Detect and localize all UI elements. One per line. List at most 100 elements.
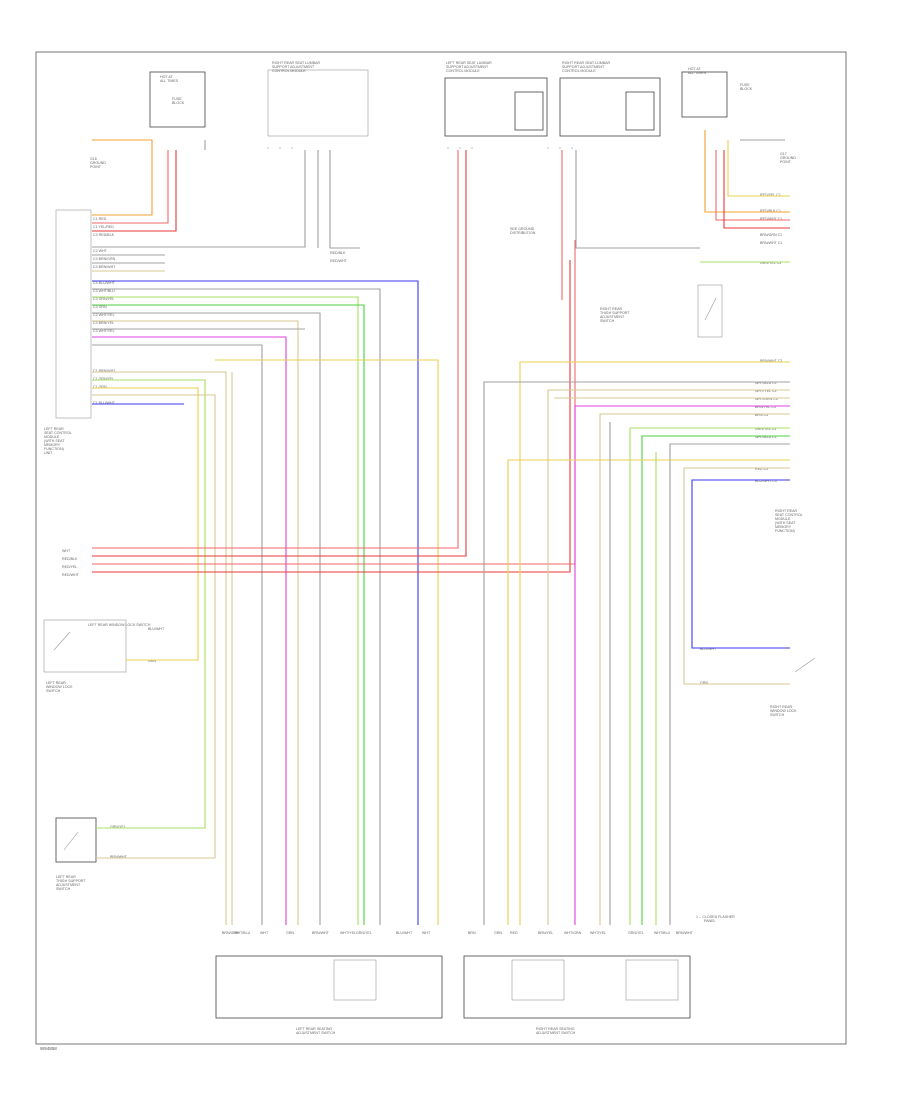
diagram-id: W94858	[40, 1046, 57, 1051]
svg-text:1 -- CLOSED FLASHER: 1 -- CLOSED FLASHER	[696, 915, 735, 919]
svg-text:FUSE: FUSE	[740, 83, 750, 87]
svg-text:C1 GRN/YEL: C1 GRN/YEL	[93, 377, 114, 381]
wire-lime-44	[629, 427, 790, 925]
left-ground-point: G16 GROUND POINT	[90, 157, 106, 169]
svg-text:WHT/YEL C3: WHT/YEL C3	[755, 389, 776, 393]
svg-text:C1 RED: C1 RED	[93, 217, 107, 221]
svg-text:WINDOW LOCK: WINDOW LOCK	[770, 709, 797, 713]
wire-green-45	[641, 435, 790, 925]
wire-magenta-20	[92, 336, 287, 925]
svg-text:GRN: GRN	[494, 931, 502, 935]
left-rear-seat-control-module: LEFT REAR SEAT CONTROL MODULE (WITH SEAT…	[44, 209, 92, 455]
svg-text:MODULE: MODULE	[775, 517, 791, 521]
svg-text:GRN/YEL: GRN/YEL	[356, 931, 372, 935]
svg-text:WHT/GRN C3: WHT/GRN C3	[755, 397, 778, 401]
wire-lime-24	[92, 379, 206, 829]
svg-text:RED/WHT: RED/WHT	[62, 573, 80, 577]
svg-text:POINT: POINT	[90, 165, 102, 169]
left-pin-labels: C1 RED C1 YEL/RED C3 RED/BLK C2 WHT C3 B…	[93, 217, 116, 405]
svg-text:PANEL: PANEL	[704, 919, 716, 923]
svg-text:BLU/WHT: BLU/WHT	[148, 627, 165, 631]
wire-tan-40	[547, 389, 790, 925]
svg-text:C1 BLU/WHT: C1 BLU/WHT	[93, 401, 116, 405]
svg-text:BRN C3: BRN C3	[755, 413, 768, 417]
svg-text:G16: G16	[90, 157, 97, 161]
wire-gray-39	[483, 381, 790, 925]
svg-text:(WITH SEAT: (WITH SEAT	[44, 439, 65, 443]
svg-text:BRN/WHT: BRN/WHT	[676, 931, 694, 935]
svg-text:MODULE: MODULE	[44, 435, 60, 439]
diagram-frame	[35, 51, 847, 1045]
wire-gray-21	[92, 344, 263, 925]
svg-text:RED/WHT C1: RED/WHT C1	[760, 217, 782, 221]
wire-blue-13	[92, 280, 419, 925]
svg-text:C2 WHT: C2 WHT	[93, 249, 108, 253]
svg-text:CONTROL MODULE: CONTROL MODULE	[562, 69, 596, 73]
svg-text:C3 WHT/YEL: C3 WHT/YEL	[93, 329, 115, 333]
svg-text:LEFT REAR: LEFT REAR	[46, 681, 66, 685]
svg-text:BLOCK: BLOCK	[172, 101, 185, 105]
right-pin-labels: RED/YEL C1 RED/BLK C1 RED/WHT C1 BRN/GRN…	[755, 193, 782, 483]
svg-text:RED/WHT: RED/WHT	[330, 259, 348, 263]
wire-orange-4	[704, 130, 790, 213]
svg-text:RIGHT REAR SEAT LUMBAR: RIGHT REAR SEAT LUMBAR	[562, 61, 611, 65]
svg-text:ADJUSTMENT: ADJUSTMENT	[600, 315, 625, 319]
svg-text:WHT/YEL: WHT/YEL	[590, 931, 606, 935]
svg-text:RED/BLK: RED/BLK	[62, 557, 78, 561]
svg-text:BLOCK: BLOCK	[740, 87, 753, 91]
svg-text:RIGHT REAR: RIGHT REAR	[600, 307, 623, 311]
svg-text:SEE GROUND: SEE GROUND	[510, 227, 535, 231]
wire-pink-5	[715, 150, 790, 221]
wire-gray-34	[575, 150, 700, 249]
svg-text:BRN/YEL C3: BRN/YEL C3	[755, 405, 776, 409]
svg-text:RED: RED	[510, 931, 518, 935]
wire-tan-27	[92, 394, 216, 859]
svg-text:SEAT CONTROL: SEAT CONTROL	[775, 513, 803, 517]
svg-text:CONTROL MODULE: CONTROL MODULE	[272, 69, 306, 73]
svg-text:C3 BRN/WHT: C3 BRN/WHT	[93, 265, 116, 269]
svg-text:GRN/YEL C3: GRN/YEL C3	[755, 427, 776, 431]
wire-gray-30	[329, 150, 360, 249]
svg-text:RED/BLK: RED/BLK	[330, 251, 346, 255]
svg-text:LEFT REAR SEATING: LEFT REAR SEATING	[296, 1027, 332, 1031]
svg-text:WHT/BLU C1: WHT/BLU C1	[755, 435, 777, 439]
svg-text:MEMORY: MEMORY	[775, 525, 792, 529]
svg-text:HOT AT: HOT AT	[688, 67, 701, 71]
svg-text:BLU/WHT C3: BLU/WHT C3	[755, 479, 777, 483]
svg-text:POINT: POINT	[780, 160, 792, 164]
svg-text:WINDOW LOCK: WINDOW LOCK	[46, 685, 73, 689]
svg-text:C3 BRN/GRN: C3 BRN/GRN	[93, 257, 116, 261]
top-module-2: LEFT REAR SEAT LUMBAR SUPPORT ADJUSTMENT…	[444, 61, 548, 137]
wires	[92, 130, 790, 925]
svg-text:RIGHT REAR SEAT LUMBAR: RIGHT REAR SEAT LUMBAR	[272, 61, 321, 65]
svg-text:C3 BRN/YEL: C3 BRN/YEL	[93, 321, 114, 325]
splice-note: 1 -- CLOSED FLASHER PANEL	[696, 915, 735, 923]
wire-magenta-42	[574, 405, 790, 925]
top-module-3: RIGHT REAR SEAT LUMBAR SUPPORT ADJUSTMEN…	[559, 61, 661, 137]
svg-text:RED/YEL C1: RED/YEL C1	[760, 193, 781, 197]
wire-tan-23	[92, 371, 227, 925]
svg-text:RIGHT REAR: RIGHT REAR	[770, 705, 793, 709]
wire-red-32	[92, 150, 467, 557]
svg-text:GRN/YEL C3: GRN/YEL C3	[760, 261, 781, 265]
svg-text:CONTROL MODULE: CONTROL MODULE	[446, 69, 480, 73]
wire-gray-17	[92, 312, 321, 925]
wire-yellow-38	[519, 361, 790, 925]
svg-text:C1 GRN: C1 GRN	[93, 385, 107, 389]
wire-red-35	[92, 260, 571, 573]
svg-text:RED/YEL: RED/YEL	[62, 565, 77, 569]
svg-text:DISTRIBUTION: DISTRIBUTION	[510, 231, 536, 235]
wire-gray-46	[669, 443, 790, 925]
wire-gray-9	[92, 150, 306, 248]
svg-text:C1 BRN/WHT: C1 BRN/WHT	[93, 369, 116, 373]
svg-text:(WITH SEAT: (WITH SEAT	[775, 521, 796, 525]
svg-text:LEFT REAR: LEFT REAR	[44, 427, 64, 431]
svg-text:FUNCTION): FUNCTION)	[44, 447, 64, 451]
svg-text:BRN/WHT: BRN/WHT	[110, 855, 128, 859]
right-rear-thigh-switch: RIGHT REAR THIGH SUPPORT ADJUSTMENT SWIT…	[600, 284, 723, 338]
svg-text:SWITCH: SWITCH	[46, 689, 61, 693]
svg-text:BLU/WHT: BLU/WHT	[396, 931, 413, 935]
wire-gray-14	[92, 288, 381, 925]
svg-text:BRN/WHT C1: BRN/WHT C1	[760, 241, 782, 245]
